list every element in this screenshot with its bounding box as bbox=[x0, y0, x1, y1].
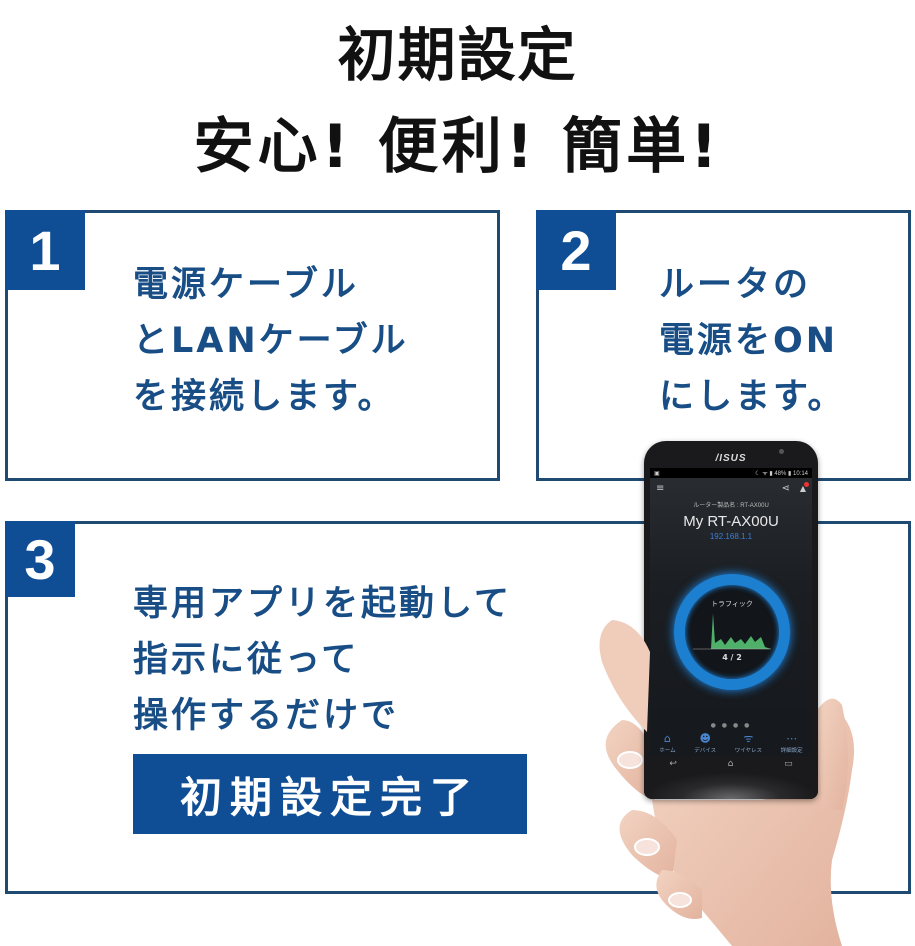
wifi-icon: ᯤ bbox=[743, 732, 754, 745]
step-line: 電源をON bbox=[659, 321, 839, 361]
camera-icon bbox=[779, 449, 784, 454]
step-line: 指示に従って bbox=[133, 640, 360, 680]
app-bar: ≡ ⋖ ▲ bbox=[650, 478, 812, 498]
traffic-graph bbox=[693, 613, 771, 650]
step-card-2: 2 ルータの 電源をON にします。 bbox=[536, 210, 911, 481]
share-icon[interactable]: ⋖ bbox=[781, 482, 790, 494]
phone-chin bbox=[644, 772, 818, 799]
android-nav-bar: ↩ ⌂ ▭ bbox=[644, 756, 818, 772]
status-right: ☾ ᯤ ▮ 48% ▮ 10:14 bbox=[755, 471, 808, 477]
recent-apps-icon[interactable]: ▭ bbox=[784, 759, 793, 769]
page-indicator: ● ● ● ● bbox=[710, 722, 752, 729]
home-button-icon[interactable]: ⌂ bbox=[727, 759, 734, 769]
menu-icon[interactable]: ≡ bbox=[656, 482, 665, 494]
home-icon: ⌂ bbox=[663, 732, 671, 745]
traffic-gauge: トラフィック 4 / 2 bbox=[674, 574, 790, 690]
more-icon: ⋯ bbox=[786, 732, 798, 745]
page-subtitle: 安心! 便利! 簡単! bbox=[193, 112, 722, 182]
tab-home[interactable]: ⌂ ホーム bbox=[659, 732, 676, 754]
step-number-badge: 1 bbox=[5, 210, 85, 290]
page-title: 初期設定 bbox=[337, 21, 578, 89]
status-left: ▣ bbox=[654, 470, 660, 477]
step-description: 専用アプリを起動して 指示に従って 操作するだけで bbox=[133, 576, 512, 744]
router-name: My RT-AX00U bbox=[683, 513, 779, 530]
tab-devices[interactable]: ☻ デバイス bbox=[694, 732, 717, 754]
step-line: を接続します。 bbox=[133, 377, 396, 417]
step-line: とLANケーブル bbox=[133, 321, 409, 361]
step-line: 専用アプリを起動して bbox=[133, 584, 512, 624]
back-icon[interactable]: ↩ bbox=[669, 759, 677, 769]
step-number-badge: 2 bbox=[536, 210, 616, 290]
tab-wireless[interactable]: ᯤ ワイヤレス bbox=[734, 732, 763, 754]
step-card-1: 1 電源ケーブル とLANケーブル を接続します。 bbox=[5, 210, 500, 481]
app-tab-bar: ⌂ ホーム ☻ デバイス ᯤ ワイヤレス ⋯ 詳細設定 bbox=[650, 728, 812, 756]
phone-screen: ▣ ☾ ᯤ ▮ 48% ▮ 10:14 ≡ ⋖ ▲ ルーター製品名 : RT-A… bbox=[650, 468, 812, 756]
step-number-badge: 3 bbox=[5, 521, 75, 597]
traffic-label: トラフィック bbox=[711, 600, 753, 608]
step-line: 電源ケーブル bbox=[133, 265, 359, 305]
step-description: ルータの 電源をON にします。 bbox=[659, 257, 846, 425]
step-line: ルータの bbox=[659, 265, 812, 305]
brand-logo: /ISUS bbox=[715, 453, 747, 464]
smartphone: /ISUS ▣ ☾ ᯤ ▮ 48% ▮ 10:14 ≡ ⋖ ▲ ルーター製品名 … bbox=[644, 441, 818, 799]
status-bar: ▣ ☾ ᯤ ▮ 48% ▮ 10:14 bbox=[650, 468, 812, 478]
step-description: 電源ケーブル とLANケーブル を接続します。 bbox=[133, 257, 409, 425]
traffic-value: 4 / 2 bbox=[722, 653, 742, 662]
setup-complete-banner: 初期設定完了 bbox=[133, 754, 527, 834]
router-ip: 192.168.1.1 bbox=[709, 532, 753, 541]
step-line: 操作するだけで bbox=[133, 696, 400, 736]
step-line: にします。 bbox=[659, 377, 846, 417]
bell-icon[interactable]: ▲ bbox=[799, 481, 810, 493]
device-icon: ☻ bbox=[699, 732, 711, 745]
thumb-overlay bbox=[599, 620, 650, 732]
tab-advanced[interactable]: ⋯ 詳細設定 bbox=[780, 732, 803, 754]
router-model-label: ルーター製品名 : RT-AX00U bbox=[693, 503, 769, 509]
